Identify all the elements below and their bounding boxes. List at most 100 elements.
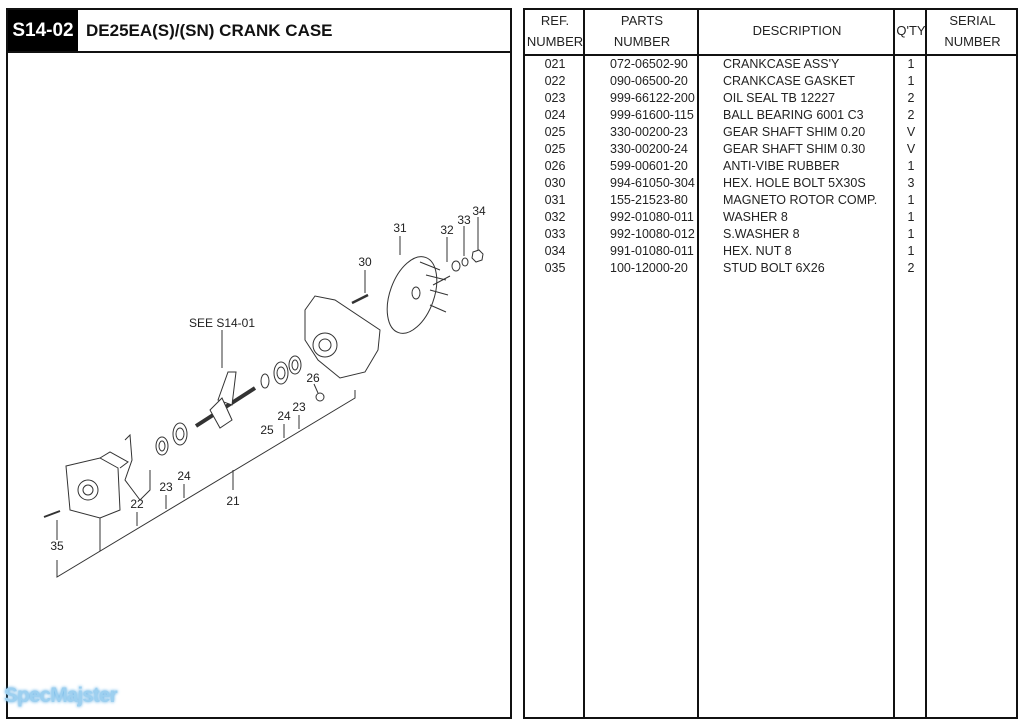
ref-cell: 026 bbox=[544, 159, 566, 173]
anti-vibe-rubber bbox=[315, 392, 325, 402]
ref-cell: 033 bbox=[544, 227, 566, 241]
qty-cell: 1 bbox=[907, 193, 915, 207]
part-number-cell: 999-66122-200 bbox=[610, 91, 695, 105]
qty-cell: 1 bbox=[907, 57, 915, 71]
title-bar: S14-02 DE25EA(S)/(SN) CRANK CASE bbox=[8, 10, 510, 53]
part-number-cell: 090-06500-20 bbox=[610, 74, 688, 88]
description-cell: CRANKCASE ASS'Y bbox=[723, 57, 840, 71]
description-cell: BALL BEARING 6001 C3 bbox=[723, 108, 864, 122]
ref-cell: 034 bbox=[544, 244, 566, 258]
description-cell: GEAR SHAFT SHIM 0.30 bbox=[723, 142, 866, 156]
table-row: 026 599-00601-20 ANTI-VIBE RUBBER 1 bbox=[525, 158, 1016, 175]
header-divider bbox=[525, 54, 1016, 56]
stud-bolt bbox=[43, 510, 61, 518]
table-row: 035 100-12000-20 STUD BOLT 6X26 2 bbox=[525, 260, 1016, 277]
description-cell: ANTI-VIBE RUBBER bbox=[723, 159, 840, 173]
exploded-parts-diagram: 31 32 33 34 30 SEE S14-01 26 25 24 23 24… bbox=[43, 204, 486, 578]
ref-cell: 022 bbox=[544, 74, 566, 88]
ref-cell: 035 bbox=[544, 261, 566, 275]
part-number-cell: 330-00200-24 bbox=[610, 142, 688, 156]
column-divider bbox=[697, 10, 895, 717]
header-ref-line2: NUMBER bbox=[526, 34, 584, 49]
table-row: 025 330-00200-24 GEAR SHAFT SHIM 0.30 V bbox=[525, 141, 1016, 158]
qty-cell: 2 bbox=[907, 261, 915, 275]
description-cell: OIL SEAL TB 12227 bbox=[723, 91, 836, 105]
header-ref-line1: REF. bbox=[540, 13, 570, 28]
ref-cell: 024 bbox=[544, 108, 566, 122]
washer bbox=[451, 260, 461, 272]
table-row: 034 991-01080-011 HEX. NUT 8 1 bbox=[525, 243, 1016, 260]
qty-cell: 1 bbox=[907, 159, 915, 173]
watermark-logo: SpecMajster bbox=[4, 684, 118, 707]
qty-cell: 3 bbox=[907, 176, 915, 190]
part-number-cell: 999-61600-115 bbox=[610, 108, 694, 122]
callout-25: 25 bbox=[260, 423, 274, 437]
description-cell: STUD BOLT 6X26 bbox=[723, 261, 825, 275]
ref-cell: 031 bbox=[544, 193, 566, 207]
leader-21 bbox=[56, 390, 356, 578]
header-parts-line2: NUMBER bbox=[613, 34, 671, 49]
part-number-cell: 994-61050-304 bbox=[610, 176, 695, 190]
qty-cell: 2 bbox=[907, 91, 915, 105]
callout-31: 31 bbox=[393, 221, 407, 235]
callout-24: 24 bbox=[277, 409, 291, 423]
hex-bolt bbox=[351, 293, 369, 305]
section-code: S14-02 bbox=[8, 10, 78, 51]
qty-cell: V bbox=[906, 142, 916, 156]
ball-bearing bbox=[172, 422, 188, 446]
header-description: DESCRIPTION bbox=[752, 23, 842, 38]
header-serial: SERIAL NUMBER bbox=[927, 10, 1018, 54]
callout-34: 34 bbox=[472, 204, 486, 218]
table-row: 022 090-06500-20 CRANKCASE GASKET 1 bbox=[525, 73, 1016, 90]
ref-cell: 032 bbox=[544, 210, 566, 224]
description-cell: CRANKCASE GASKET bbox=[723, 74, 855, 88]
page-title: DE25EA(S)/(SN) CRANK CASE bbox=[86, 21, 333, 40]
hex-nut bbox=[471, 249, 484, 263]
qty-cell: 2 bbox=[907, 108, 915, 122]
part-number-cell: 072-06502-90 bbox=[610, 57, 688, 71]
qty-cell: V bbox=[906, 125, 916, 139]
description-cell: S.WASHER 8 bbox=[723, 227, 800, 241]
part-number-cell: 992-10080-012 bbox=[610, 227, 695, 241]
callout-35: 35 bbox=[50, 539, 64, 553]
header-serial-line2: NUMBER bbox=[944, 34, 1001, 49]
part-number-cell: 599-00601-20 bbox=[610, 159, 688, 173]
qty-cell: 1 bbox=[907, 74, 915, 88]
part-number-cell: 992-01080-011 bbox=[610, 210, 694, 224]
crankshaft bbox=[194, 330, 257, 429]
table-row: 024 999-61600-115 BALL BEARING 6001 C3 2 bbox=[525, 107, 1016, 124]
crankcase-right-half bbox=[304, 295, 381, 379]
callout-33: 33 bbox=[457, 213, 471, 227]
header-ref: REF. NUMBER bbox=[525, 10, 585, 54]
spring-washer bbox=[461, 257, 469, 267]
callout-23: 23 bbox=[292, 400, 306, 414]
ref-cell: 025 bbox=[544, 142, 566, 156]
callout-see-s14-01: SEE S14-01 bbox=[189, 316, 255, 330]
table-row: 021 072-06502-90 CRANKCASE ASS'Y 1 bbox=[525, 56, 1016, 73]
description-cell: HEX. NUT 8 bbox=[723, 244, 792, 258]
part-number-cell: 100-12000-20 bbox=[610, 261, 688, 275]
crankcase-left-half bbox=[65, 451, 129, 519]
column-divider bbox=[525, 10, 585, 717]
magneto-rotor bbox=[386, 236, 449, 334]
qty-cell: 1 bbox=[907, 244, 915, 258]
crankcase-gasket bbox=[124, 433, 151, 501]
callout-23: 23 bbox=[159, 480, 173, 494]
description-cell: GEAR SHAFT SHIM 0.20 bbox=[723, 125, 866, 139]
column-divider bbox=[583, 10, 699, 717]
description-cell: MAGNETO ROTOR COMP. bbox=[723, 193, 878, 207]
callout-24: 24 bbox=[177, 469, 191, 483]
part-number-cell: 991-01080-011 bbox=[610, 244, 694, 258]
column-divider bbox=[893, 10, 927, 717]
callout-26: 26 bbox=[306, 371, 320, 385]
header-serial-line1: SERIAL bbox=[949, 13, 996, 28]
shim bbox=[260, 373, 270, 389]
ref-cell: 021 bbox=[544, 57, 566, 71]
qty-cell: 1 bbox=[907, 210, 915, 224]
ref-cell: 030 bbox=[544, 176, 566, 190]
callout-30: 30 bbox=[358, 255, 372, 269]
